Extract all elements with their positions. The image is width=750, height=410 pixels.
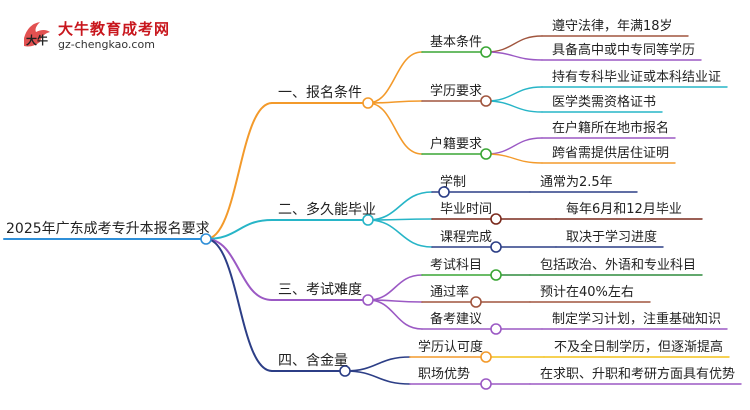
sub-node[interactable]	[480, 95, 492, 107]
sub-connector	[367, 102, 423, 155]
branch-node[interactable]	[362, 294, 374, 306]
branch-connector	[205, 238, 273, 301]
branch-connector	[205, 102, 273, 240]
sub-connector	[344, 370, 411, 385]
site-logo[interactable]: 大牛 大牛教育成考网 gz-chengkao.com	[6, 14, 206, 60]
sub-node[interactable]	[490, 323, 502, 335]
branch-node[interactable]	[362, 97, 374, 109]
leaf-label: 取决于学习进度	[566, 229, 657, 245]
leaf-label: 包括政治、外语和专业科目	[540, 258, 696, 273]
leaf-label: 遵守法律，年满18岁	[552, 18, 673, 34]
sub-node[interactable]	[480, 378, 492, 390]
sub-connector	[367, 274, 423, 301]
sub-connector	[367, 191, 433, 221]
sub-label: 学历要求	[430, 83, 482, 99]
leaf-label: 医学类需资格证书	[552, 94, 656, 110]
sub-connector	[367, 299, 423, 330]
leaf-label: 每年6月和12月毕业	[566, 201, 682, 217]
leaf-label: 通常为2.5年	[540, 175, 613, 190]
sub-label: 户籍要求	[430, 136, 482, 152]
sub-connector	[344, 356, 411, 372]
sub-node[interactable]	[480, 148, 492, 160]
branch-label-1: 一、报名条件	[278, 84, 362, 101]
leaf-connector	[485, 100, 543, 113]
leaf-connector	[485, 35, 543, 53]
root-label: 2025年广东成考专升本报名要求	[6, 221, 210, 237]
sub-node[interactable]	[438, 186, 450, 198]
leaf-label: 在求职、升职和考研方面具有优势	[540, 366, 735, 382]
sub-connector	[367, 51, 423, 104]
logo-url: gz-chengkao.com	[58, 38, 155, 51]
branch-connector	[205, 238, 273, 372]
branch-label-4: 四、含金量	[278, 353, 348, 369]
logo-title: 大牛教育成考网	[58, 20, 171, 38]
root-node[interactable]	[200, 233, 212, 245]
branch-label-2: 二、多久能毕业	[278, 201, 376, 218]
sub-node[interactable]	[480, 351, 492, 363]
branch-connector	[205, 219, 273, 240]
sub-label: 通过率	[430, 284, 469, 300]
leaf-label: 不及全日制学历，但逐渐提高	[554, 339, 723, 355]
sub-node[interactable]	[470, 296, 482, 308]
sub-label: 学制	[440, 174, 466, 190]
leaf-connector	[485, 51, 543, 61]
sub-label: 学历认可度	[418, 339, 483, 355]
sub-label: 课程完成	[440, 230, 492, 245]
sub-label: 备考建议	[430, 311, 482, 327]
leaf-connector	[485, 153, 543, 164]
leaf-label: 跨省需提供居住证明	[552, 145, 669, 161]
branch-node[interactable]	[339, 365, 351, 377]
leaf-connector	[485, 86, 543, 102]
sub-label: 考试科目	[430, 258, 482, 273]
sub-node[interactable]	[490, 269, 502, 281]
sub-label: 毕业时间	[440, 202, 492, 217]
logo-mark-text: 大牛	[26, 33, 48, 47]
leaf-label: 具备高中或中专同等学历	[552, 42, 695, 58]
leaf-label: 制定学习计划，注重基础知识	[552, 311, 721, 327]
leaf-label: 持有专科毕业证或本科结业证	[552, 70, 721, 85]
sub-label: 基本条件	[430, 34, 482, 50]
sub-node[interactable]	[480, 46, 492, 58]
sub-connector	[367, 100, 423, 104]
sub-node[interactable]	[490, 241, 502, 253]
leaf-label: 预计在40%左右	[540, 285, 634, 300]
sub-label: 职场优势	[418, 366, 470, 382]
sub-node[interactable]	[490, 213, 502, 225]
branch-label-3: 三、考试难度	[278, 282, 362, 298]
leaf-connector	[485, 137, 543, 155]
logo-mark-icon: 大牛	[24, 22, 50, 47]
branch-node[interactable]	[362, 214, 374, 226]
leaf-label: 在户籍所在地市报名	[552, 120, 669, 136]
sub-connector	[367, 219, 433, 248]
